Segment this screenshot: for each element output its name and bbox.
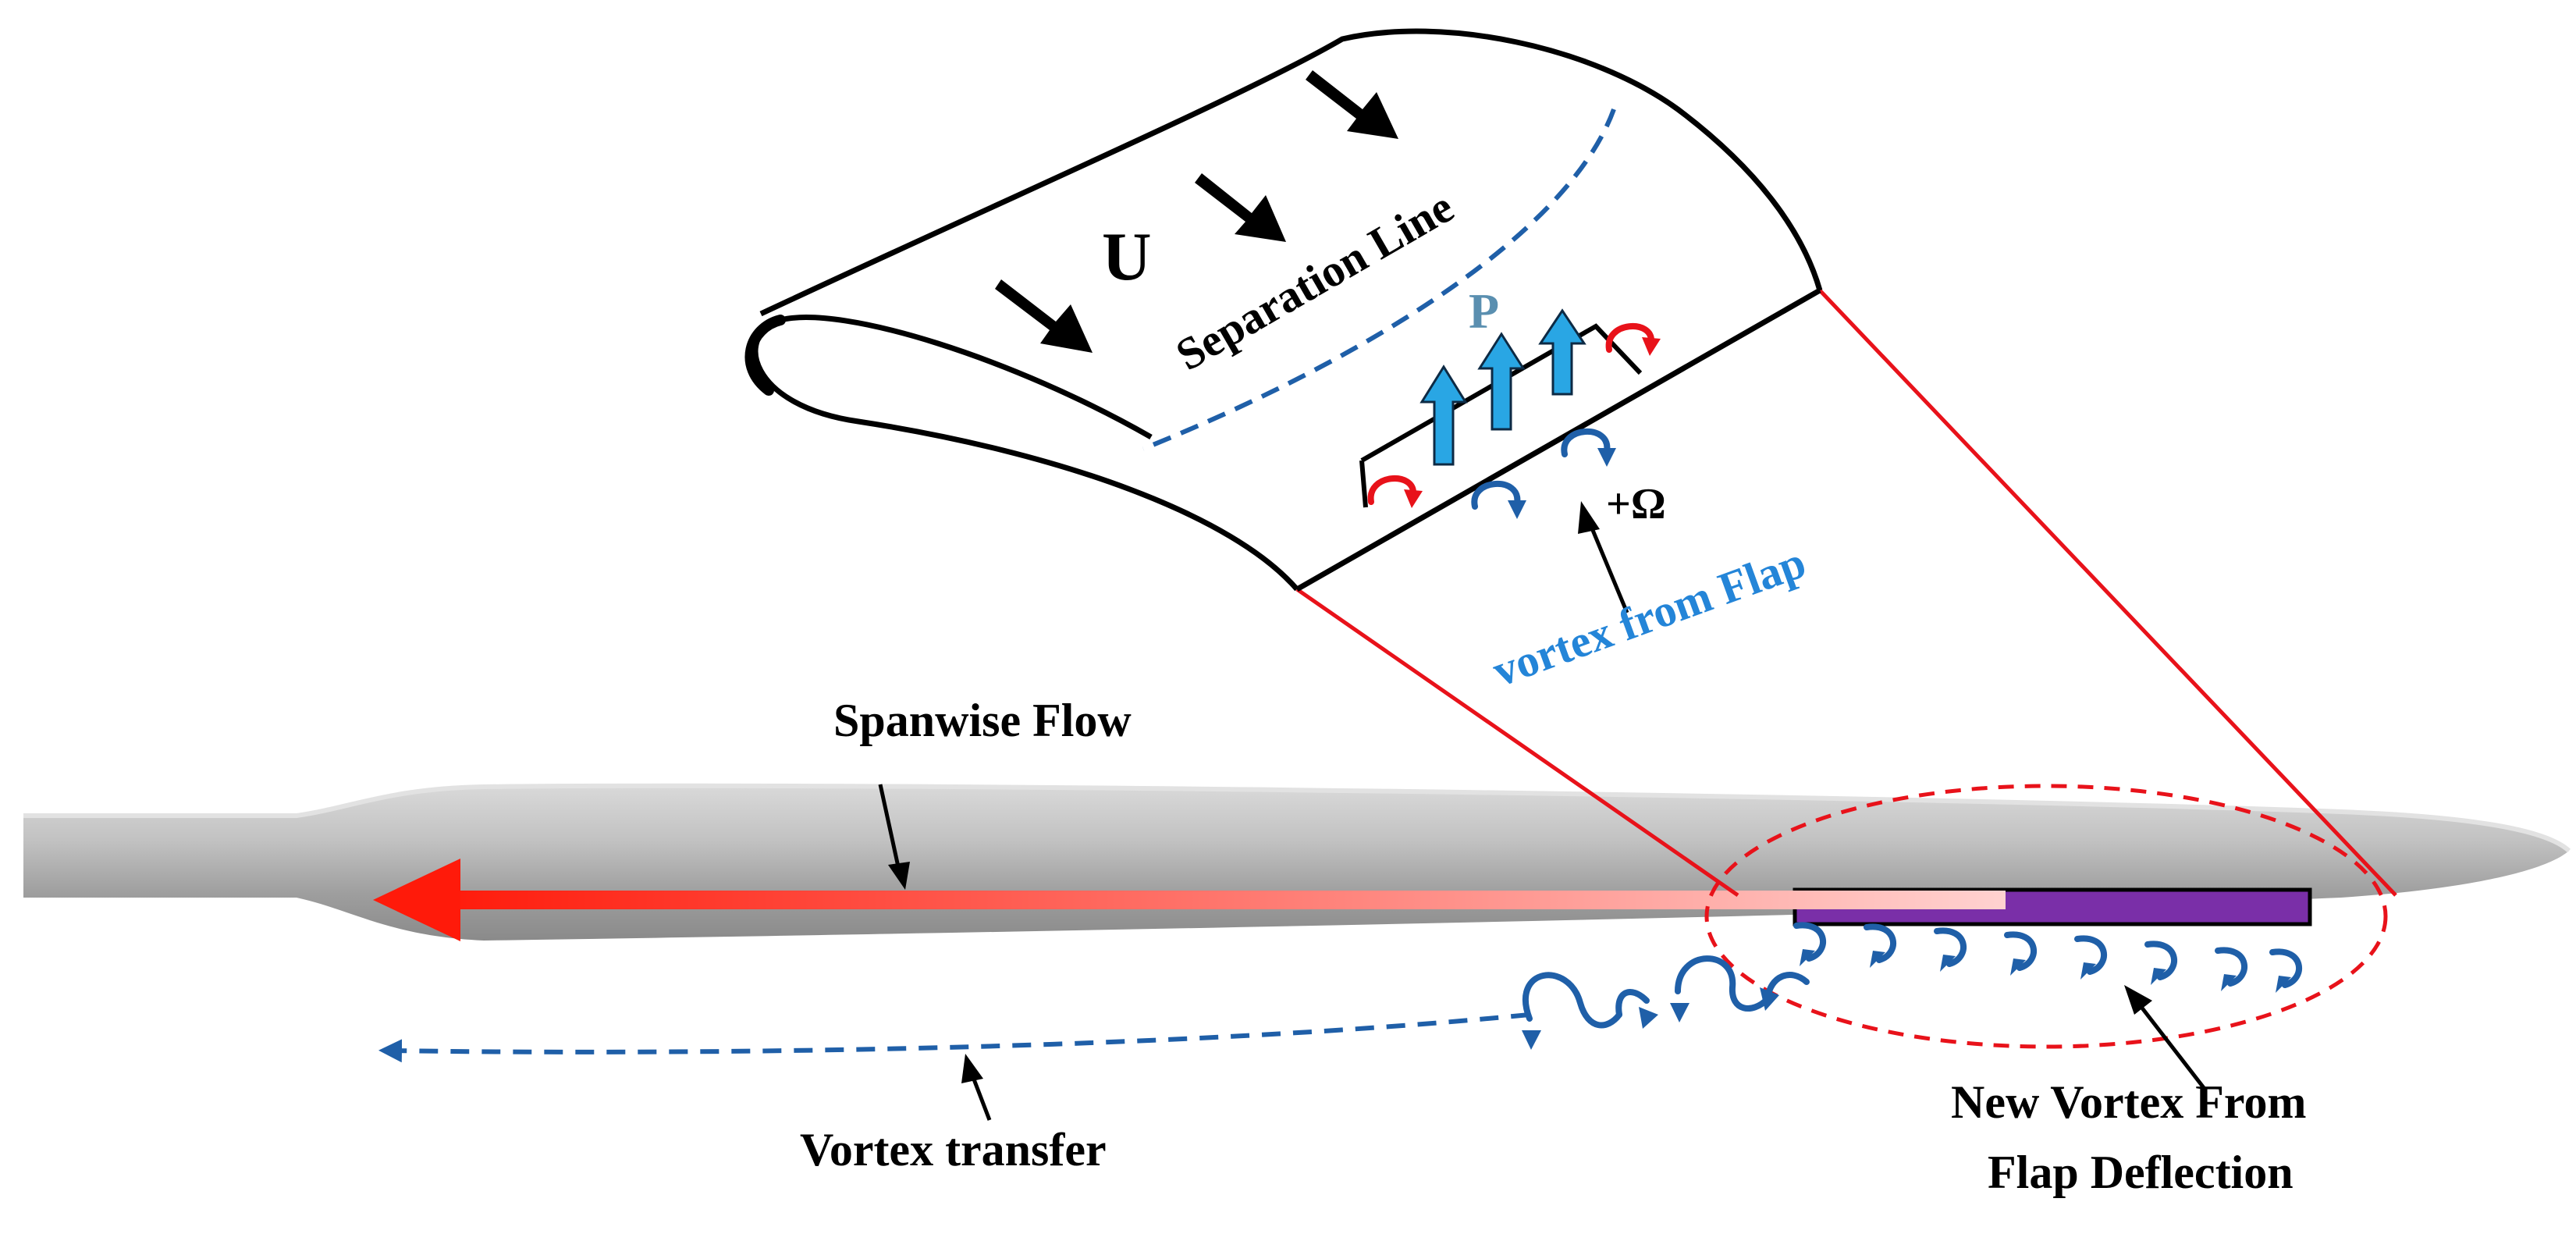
separation-line-label: Separation Line (1167, 181, 1462, 380)
spanwise-flow-label: Spanwise Flow (833, 695, 1132, 746)
omega-label: +Ω (1606, 480, 1666, 528)
new-vortex-label-line1: New Vortex From (1951, 1076, 2306, 1128)
zoom-line-left (1295, 587, 1739, 898)
pressure-arrows (1419, 308, 1586, 466)
annotation-arrows (878, 501, 2206, 1121)
flap-vortex-label: vortex from Flap (1486, 536, 1812, 696)
flap-vortex-row (1796, 925, 2299, 993)
freestream-label: U (1102, 219, 1152, 295)
pressure-label: P (1469, 283, 1499, 339)
freestream-arrows (995, 70, 1398, 353)
new-vortex-label-line2: Flap Deflection (1988, 1147, 2294, 1198)
transfer-vortex-heads (1522, 987, 1779, 1050)
spanwise-flow-arrow (373, 859, 2006, 941)
vortex-transfer-label: Vortex transfer (800, 1124, 1107, 1175)
transfer-vortex-loops (1522, 955, 1810, 1029)
vortex-transfer-path (378, 1012, 1530, 1063)
zoom-line-right (1818, 289, 2397, 897)
flap-region-ellipse (1704, 784, 2388, 1049)
